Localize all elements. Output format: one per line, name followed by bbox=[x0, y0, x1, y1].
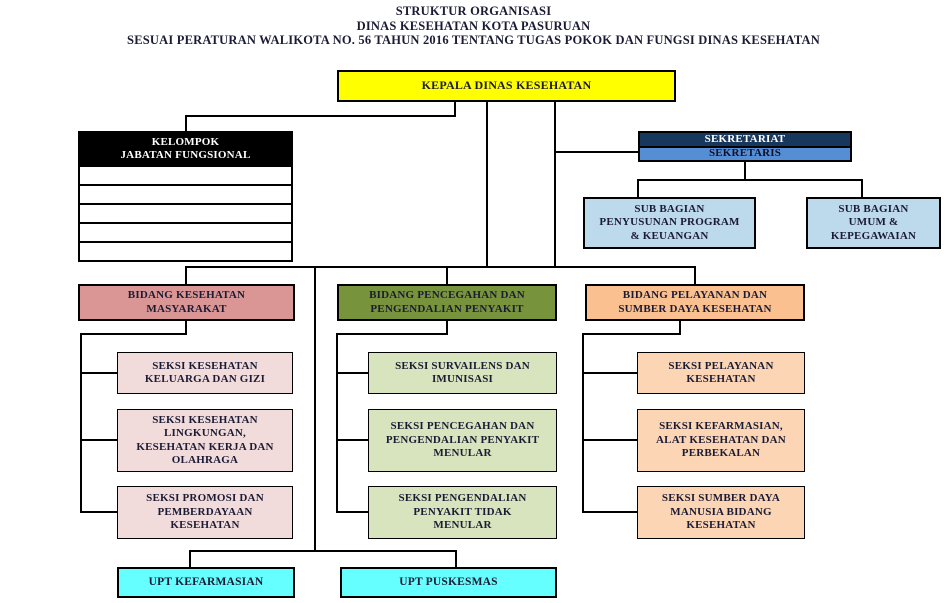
connector-line bbox=[80, 511, 117, 513]
connector-line bbox=[314, 268, 316, 552]
box-sub-bagian-penyusunan-program: SUB BAGIAN PENYUSUNAN PROGRAM & KEUANGAN bbox=[583, 197, 756, 249]
connector-line bbox=[556, 151, 638, 153]
connector-line bbox=[185, 321, 187, 335]
box-bidang-kesehatan-masyarakat: BIDANG KESEHATAN MASYARAKAT bbox=[78, 284, 295, 321]
box-seksi-promosi-pemberdayaan: SEKSI PROMOSI DAN PEMBERDAYAAN KESEHATAN bbox=[117, 486, 293, 539]
connector-line bbox=[80, 333, 187, 335]
connector-line bbox=[185, 268, 187, 284]
connector-line bbox=[582, 439, 637, 441]
box-upt-puskesmas: UPT PUSKESMAS bbox=[340, 567, 557, 598]
connector-line bbox=[185, 266, 696, 268]
connector-line bbox=[189, 550, 457, 552]
box-bidang-pencegahan-pengendalian-penyakit: BIDANG PENCEGAHAN DAN PENGENDALIAN PENYA… bbox=[337, 284, 557, 321]
kelompok-empty-row bbox=[78, 165, 293, 186]
page-title: STRUKTUR ORGANISASI DINAS KESEHATAN KOTA… bbox=[0, 4, 947, 48]
box-sub-bagian-umum-kepegawaian: SUB BAGIAN UMUM & KEPEGAWAIAN bbox=[806, 197, 941, 249]
connector-line bbox=[694, 268, 696, 284]
connector-line bbox=[582, 511, 637, 513]
kelompok-empty-row bbox=[78, 203, 293, 224]
connector-line bbox=[189, 552, 191, 567]
connector-line bbox=[80, 335, 82, 513]
connector-line bbox=[336, 511, 368, 513]
box-seksi-kefarmasian-alat-kesehatan: SEKSI KEFARMASIAN, ALAT KESEHATAN DAN PE… bbox=[637, 409, 805, 472]
kelompok-empty-row bbox=[78, 241, 293, 262]
connector-line bbox=[637, 181, 639, 197]
connector-line bbox=[486, 100, 488, 268]
connector-line bbox=[637, 179, 863, 181]
connector-line bbox=[454, 100, 456, 117]
connector-line bbox=[80, 439, 117, 441]
connector-line bbox=[446, 321, 448, 335]
connector-line bbox=[582, 333, 681, 335]
box-seksi-kesehatan-keluarga-gizi: SEKSI KESEHATAN KELUARGA DAN GIZI bbox=[117, 352, 293, 394]
connector-line bbox=[185, 115, 456, 117]
box-seksi-pelayanan-kesehatan: SEKSI PELAYANAN KESEHATAN bbox=[637, 352, 805, 394]
connector-line bbox=[336, 372, 368, 374]
box-seksi-penyakit-tidak-menular: SEKSI PENGENDALIAN PENYAKIT TIDAK MENULA… bbox=[368, 486, 557, 539]
box-seksi-kesehatan-lingkungan: SEKSI KESEHATAN LINGKUNGAN, KESEHATAN KE… bbox=[117, 409, 293, 472]
box-seksi-survailens-imunisasi: SEKSI SURVAILENS DAN IMUNISASI bbox=[368, 352, 557, 394]
connector-line bbox=[861, 181, 863, 197]
connector-line bbox=[582, 335, 584, 513]
kelompok-empty-row bbox=[78, 222, 293, 243]
connector-line bbox=[336, 439, 368, 441]
connector-line bbox=[582, 372, 637, 374]
title-line-3: SESUAI PERATURAN WALIKOTA NO. 56 TAHUN 2… bbox=[127, 33, 820, 47]
connector-line bbox=[679, 321, 681, 335]
box-seksi-sumber-daya-manusia: SEKSI SUMBER DAYA MANUSIA BIDANG KESEHAT… bbox=[637, 486, 805, 539]
box-seksi-pencegahan-penyakit-menular: SEKSI PENCEGAHAN DAN PENGENDALIAN PENYAK… bbox=[368, 409, 557, 472]
connector-line bbox=[744, 161, 746, 181]
connector-line bbox=[80, 372, 117, 374]
title-line-1: STRUKTUR ORGANISASI bbox=[395, 4, 552, 18]
connector-line bbox=[336, 335, 338, 513]
title-line-2: DINAS KESEHATAN KOTA PASURUAN bbox=[356, 18, 591, 33]
box-bidang-pelayanan-sumber-daya: BIDANG PELAYANAN DAN SUMBER DAYA KESEHAT… bbox=[585, 284, 805, 321]
connector-line bbox=[336, 333, 448, 335]
box-kepala-dinas-kesehatan: KEPALA DINAS KESEHATAN bbox=[337, 70, 676, 102]
connector-line bbox=[554, 100, 556, 268]
connector-line bbox=[185, 117, 187, 131]
box-upt-kefarmasian: UPT KEFARMASIAN bbox=[117, 567, 295, 598]
kelompok-empty-row bbox=[78, 184, 293, 205]
box-kelompok-jabatan-fungsional: KELOMPOK JABATAN FUNGSIONAL bbox=[78, 131, 293, 167]
connector-line bbox=[446, 268, 448, 284]
box-sekretaris: SEKRETARIS bbox=[638, 146, 852, 162]
connector-line bbox=[455, 552, 457, 567]
